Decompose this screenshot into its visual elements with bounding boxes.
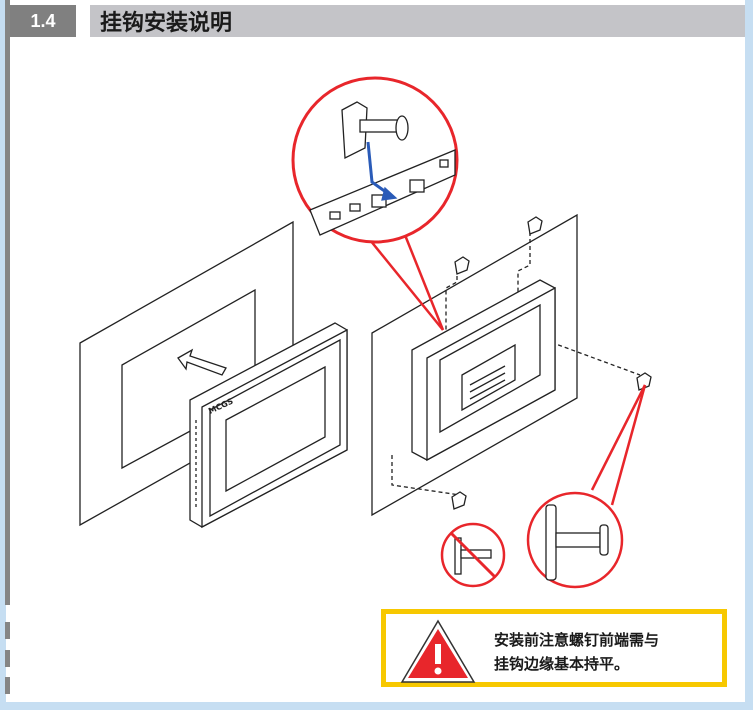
incorrect-example (440, 522, 506, 588)
callout-lines (369, 234, 647, 506)
section-title: 挂钩安装说明 (90, 5, 745, 37)
page-edge-dash (5, 677, 10, 694)
hmi-device-rear (411, 279, 556, 462)
warning-text-line2: 挂钩边缘基本持平。 (494, 655, 630, 673)
hmi-device-front: MCGS (189, 322, 348, 529)
warning-triangle-icon (400, 619, 476, 683)
warning-text-line1: 安装前注意螺钉前端需与 (494, 631, 660, 649)
hook-icon (454, 256, 470, 275)
magnified-detail-top (291, 76, 459, 244)
page-edge-dash (5, 622, 10, 639)
insert-arrow-icon (177, 348, 227, 376)
correct-example (526, 491, 624, 589)
hook-icon (636, 372, 652, 391)
hook-icon (527, 216, 543, 235)
prohibited-icon (449, 531, 497, 579)
page-edge-dash (5, 650, 10, 667)
page-edge-bar (5, 0, 10, 605)
section-number: 1.4 (10, 5, 76, 37)
warning-notice: 安装前注意螺钉前端需与 挂钩边缘基本持平。 (381, 609, 727, 687)
page-edge-right (745, 0, 753, 710)
page-edge-left (0, 0, 6, 710)
page-edge-bottom (0, 702, 753, 710)
hook-icon (451, 491, 467, 510)
